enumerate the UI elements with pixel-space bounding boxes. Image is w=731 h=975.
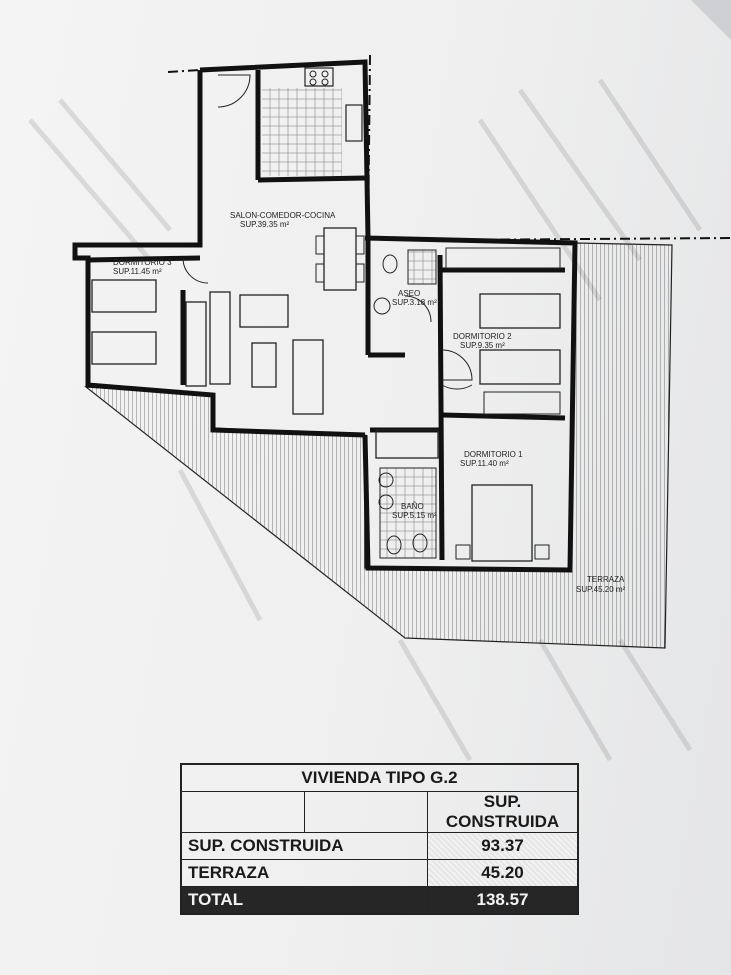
room-name-salon: SALON-COMEDOR-COCINA <box>230 211 336 220</box>
room-name-terraza: TERRAZA <box>587 575 625 584</box>
room-area-dormitorio-3: SUP.11.45 m² <box>113 267 162 276</box>
wardrobe <box>445 247 561 269</box>
tv-unit <box>209 291 231 385</box>
room-name-dormitorio-1: DORMITORIO 1 <box>464 450 523 459</box>
sink <box>345 104 363 142</box>
room-area-dormitorio-1: SUP.11.40 m² <box>460 459 509 468</box>
room-area-bano: SUP.5.15 m² <box>392 511 437 520</box>
room-name-dormitorio-2: DORMITORIO 2 <box>453 332 512 341</box>
room-area-aseo: SUP.3.18 m² <box>392 298 437 307</box>
room-name-dormitorio-3: DORMITORIO 3 <box>113 258 172 267</box>
kitchen-floor <box>262 88 342 176</box>
room-name-aseo: ASEO <box>398 289 420 298</box>
bed <box>91 331 157 365</box>
row-label: SUP. CONSTRUIDA <box>180 832 428 860</box>
double-bed <box>471 484 533 562</box>
total-label: TOTAL <box>180 886 428 915</box>
table-row: TERRAZA 45.20 <box>180 859 579 887</box>
couch <box>292 339 324 415</box>
table-title: VIVIENDA TIPO G.2 <box>180 763 579 792</box>
table-row: SUP. CONSTRUIDA 93.37 <box>180 832 579 860</box>
room-name-bano: BAÑO <box>401 502 424 511</box>
room-labels: SALON-COMEDOR-COCINA SUP.39.35 m² DORMIT… <box>113 211 626 594</box>
table-header-row: SUP. CONSTRUIDA <box>180 791 579 833</box>
column-header: SUP. CONSTRUIDA <box>427 791 579 833</box>
bleed-through-text <box>28 78 703 762</box>
room-area-salon: SUP.39.35 m² <box>240 220 290 229</box>
surface-summary-table: VIVIENDA TIPO G.2 SUP. CONSTRUIDA SUP. C… <box>180 763 579 915</box>
shower <box>407 249 437 285</box>
bed <box>479 349 561 385</box>
empty-header-cell <box>304 791 428 833</box>
door-swings <box>182 74 473 390</box>
wardrobe <box>185 301 207 387</box>
empty-header-cell <box>180 791 305 833</box>
washbasin <box>373 297 391 315</box>
row-value: 93.37 <box>427 832 579 860</box>
row-label: TERRAZA <box>180 859 428 887</box>
sofa <box>239 294 289 328</box>
coffee-table <box>251 342 277 388</box>
bathtub <box>375 429 439 459</box>
row-value: 45.20 <box>427 859 579 887</box>
room-area-terraza: SUP.45.20 m² <box>576 585 626 594</box>
total-row: TOTAL 138.57 <box>180 886 579 915</box>
cooktop <box>304 67 334 87</box>
table-title-row: VIVIENDA TIPO G.2 <box>180 763 579 792</box>
room-area-dormitorio-2: SUP.9.35 m² <box>460 341 505 350</box>
total-value: 138.57 <box>427 886 579 915</box>
bed <box>479 293 561 329</box>
property-line <box>167 69 201 73</box>
walls <box>72 59 578 573</box>
bed <box>91 279 157 313</box>
toilet <box>382 254 398 274</box>
dining-table <box>323 227 357 291</box>
wardrobe <box>483 391 561 415</box>
